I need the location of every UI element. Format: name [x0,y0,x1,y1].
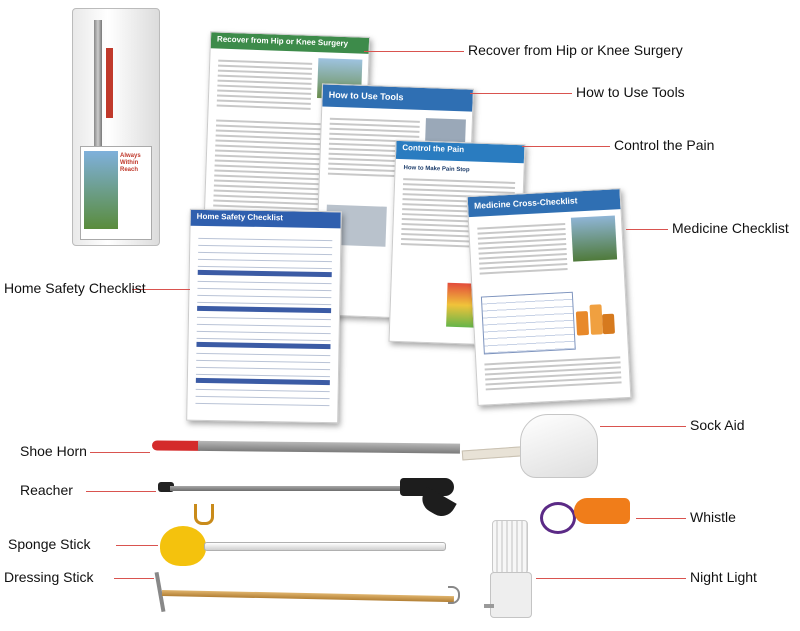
dressing-stick-shaft [161,590,454,603]
sock-aid-form [520,414,598,478]
doc-home-safety: Home Safety Checklist [186,208,342,424]
leader-line-sock-aid [600,426,686,427]
reacher [158,478,464,528]
label-home-safety: Home Safety Checklist [4,280,146,296]
dressing-stick [152,571,464,622]
package-insert-card: Always Within Reach [80,146,152,240]
kit-package: Always Within Reach [66,8,164,246]
leader-line-home-safety [132,289,190,290]
shoe-horn-shaft [197,440,461,454]
leader-line-pain [522,146,610,147]
doc-hip-knee-text [216,57,313,113]
night-light [484,520,536,624]
night-light-base [490,572,532,618]
leader-line-medicine [626,229,668,230]
label-sock-aid: Sock Aid [690,417,745,433]
leader-line-hip-knee [364,51,464,52]
whistle-cord [540,502,576,534]
doc-pain-title: Control the Pain [402,143,465,155]
reacher-shaft [170,486,406,491]
doc-hip-knee-title: Recover from Hip or Knee Surgery [216,34,349,49]
night-light-plug [484,604,494,608]
leader-line-tools [470,93,572,94]
doc-pain-header: Control the Pain [395,140,525,164]
doc-medicine-photo [570,215,618,262]
leader-line-reacher [86,491,156,492]
package-brand-text: Always Within Reach [120,153,141,173]
dressing-stick-end-hook [448,586,460,604]
label-sponge-stick: Sponge Stick [8,536,91,552]
label-night-light: Night Light [690,569,757,585]
doc-medicine-bottles [575,302,616,338]
leader-line-night-light [536,578,686,579]
reacher-jaw [158,482,174,492]
whistle-body [574,498,630,524]
doc-home-safety-title: Home Safety Checklist [196,211,284,223]
package-red-handle [106,48,113,118]
leader-line-sponge-stick [116,545,158,546]
doc-medicine-text [477,220,568,278]
doc-medicine-table [480,291,576,355]
doc-pain-subtitle: How to Make Pain Stop [403,165,470,174]
doc-tools-header: How to Use Tools [322,84,473,112]
doc-home-safety-header: Home Safety Checklist [190,209,341,229]
doc-medicine-title: Medicine Cross-Checklist [473,195,578,211]
label-pain: Control the Pain [614,137,715,153]
sponge-stick [160,524,446,568]
leader-line-dressing-stick [114,578,154,579]
doc-hip-knee-header: Recover from Hip or Knee Surgery [210,32,370,54]
label-whistle: Whistle [690,509,736,525]
night-light-shade [492,520,528,574]
label-tools: How to Use Tools [576,84,685,100]
reacher-magnet-tip [194,504,214,525]
label-medicine: Medicine Checklist [672,220,789,236]
doc-medicine: Medicine Cross-Checklist [466,188,632,406]
shoe-horn [151,439,461,454]
whistle [540,494,636,540]
label-shoe-horn: Shoe Horn [20,443,87,459]
sponge [160,526,206,566]
leader-line-whistle [636,518,686,519]
doc-medicine-text-2 [484,353,622,393]
package-insert-photo [84,151,118,229]
label-reacher: Reacher [20,482,73,498]
label-dressing-stick: Dressing Stick [4,569,94,585]
package-tools [94,20,102,230]
doc-tools-title: How to Use Tools [328,89,404,103]
leader-line-shoe-horn [90,452,150,453]
doc-home-safety-table [195,231,333,407]
sock-aid [461,408,602,488]
shoe-horn-grip [151,440,201,451]
sponge-stick-handle [204,542,446,551]
label-hip-knee: Recover from Hip or Knee Surgery [468,42,683,58]
